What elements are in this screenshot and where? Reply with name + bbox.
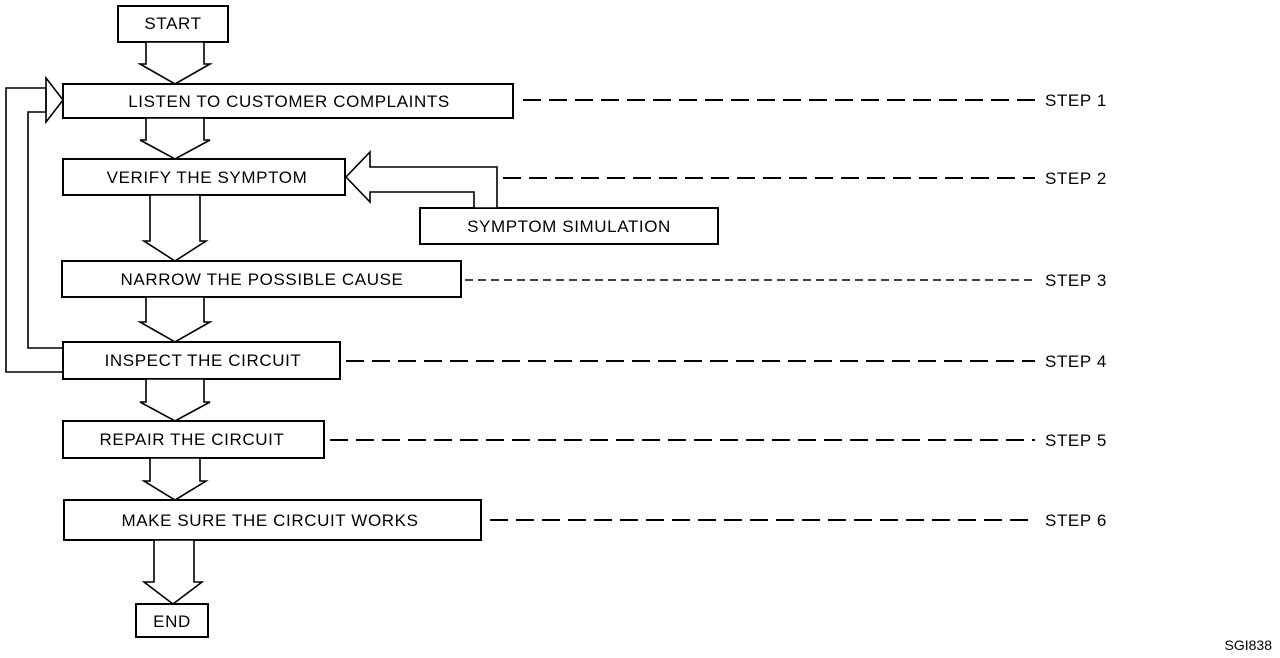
arrow-start-to-listen [136, 41, 214, 85]
arrow-inspect-to-repair [139, 378, 211, 422]
works-label: MAKE SURE THE CIRCUIT WORKS [121, 511, 418, 530]
arrow-works-to-end [141, 539, 205, 606]
end-node: END [135, 603, 209, 638]
listen-node: LISTEN TO CUSTOMER COMPLAINTS [62, 83, 514, 119]
arrow-repair-to-works [141, 457, 209, 501]
listen-label: LISTEN TO CUSTOMER COMPLAINTS [128, 92, 450, 111]
end-label: END [153, 612, 191, 631]
inspect-node: INSPECT THE CIRCUIT [62, 341, 341, 380]
repair-node: REPAIR THE CIRCUIT [62, 420, 325, 459]
repair-label: REPAIR THE CIRCUIT [100, 430, 285, 449]
verify-label: VERIFY THE SYMPTOM [107, 168, 308, 187]
arrow-listen-to-verify [139, 117, 211, 160]
step2-label: STEP 2 [1045, 169, 1107, 188]
narrow-node: NARROW THE POSSIBLE CAUSE [61, 260, 462, 298]
arrow-narrow-to-inspect [136, 296, 214, 343]
figure-code: SGI838 [1225, 637, 1273, 653]
step6-label: STEP 6 [1045, 511, 1107, 530]
step4-label: STEP 4 [1045, 352, 1107, 371]
arrow-verify-to-narrow [141, 194, 209, 262]
step1-label: STEP 1 [1045, 91, 1107, 110]
simulation-node: SYMPTOM SIMULATION [419, 207, 719, 245]
narrow-label: NARROW THE POSSIBLE CAUSE [121, 270, 404, 289]
start-node: START [117, 5, 229, 43]
inspect-label: INSPECT THE CIRCUIT [105, 351, 302, 370]
verify-node: VERIFY THE SYMPTOM [62, 158, 346, 196]
works-node: MAKE SURE THE CIRCUIT WORKS [63, 499, 482, 541]
feedback-loop-arrow [5, 75, 65, 373]
step5-label: STEP 5 [1045, 431, 1107, 450]
arrow-simulation-to-verify [344, 150, 498, 209]
step3-label: STEP 3 [1045, 271, 1107, 290]
simulation-label: SYMPTOM SIMULATION [467, 217, 671, 236]
start-label: START [144, 14, 201, 33]
